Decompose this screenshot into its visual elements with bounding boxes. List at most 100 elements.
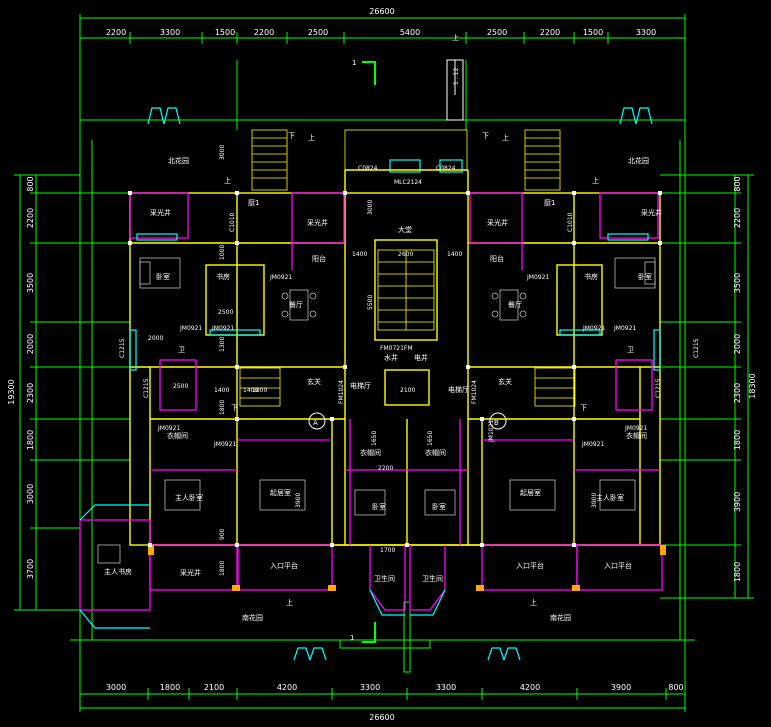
room-lightwell-bottom-left: 采光井 — [180, 568, 201, 577]
room-bedroom-left: 卧室 — [156, 272, 170, 281]
furniture — [97, 257, 656, 564]
room-entry-center: 入口平台 — [516, 561, 544, 570]
top-dim-10: 3300 — [636, 28, 656, 37]
tag-jm0921-c: JM0921 — [179, 325, 202, 332]
bottom-dim-9: 800 — [668, 683, 683, 692]
columns — [148, 545, 666, 591]
right-dim-4: 2000 — [733, 334, 742, 354]
right-dim-6: 1800 — [733, 430, 742, 450]
stair-down-right: 下 — [580, 404, 587, 412]
top-dim-7: 2500 — [487, 28, 507, 37]
room-hall: 大堂 — [398, 225, 412, 234]
top-dim-5: 2500 — [308, 28, 328, 37]
room-elevator-right: 电梯厅 — [448, 385, 469, 394]
bottom-dim-3: 2100 — [204, 683, 224, 692]
int-dim-2: 3000 — [367, 200, 374, 215]
axis-circle-a — [308, 412, 326, 430]
right-dim-3: 3500 — [733, 273, 742, 293]
int-dim-18: 1650 — [371, 431, 378, 446]
left-dimensions: 19300 800 2200 3500 2000 2300 1800 3000 … — [7, 176, 35, 579]
stair-down-left: 下 — [231, 404, 238, 412]
int-dim-14: 2500 — [218, 309, 233, 316]
left-dim-2: 2200 — [26, 208, 35, 228]
top-dim-4: 2200 — [254, 28, 274, 37]
stair-up-top-left: 上 — [308, 133, 315, 142]
int-dim-22: 900 — [219, 528, 226, 540]
tag-jm0921-d: JM0921 — [211, 325, 234, 332]
room-entry-right: 入口平台 — [604, 561, 632, 570]
room-bath-left: 卫生间 — [374, 574, 395, 583]
left-dim-8: 3700 — [26, 559, 35, 579]
right-dim-8: 1800 — [733, 562, 742, 582]
ramp-slope: 1 : 12 — [453, 68, 460, 85]
left-dim-1: 800 — [26, 176, 35, 191]
tag-c1010-right: C1010 — [567, 212, 574, 232]
room-study-right: 书房 — [584, 272, 598, 281]
tag-fmj: FM0721FM — [380, 345, 413, 352]
room-lightwell-center-left: 采光井 — [307, 218, 328, 227]
axis-label-a: A — [313, 419, 318, 427]
tag-c0824-right: C0824 — [436, 165, 456, 172]
int-dim-16: 2200 — [378, 465, 393, 472]
room-wardrobe-center-left: 衣帽间 — [360, 448, 381, 457]
room-wardrobe-center-right: 衣帽间 — [425, 448, 446, 457]
bottom-dim-7: 4200 — [520, 683, 540, 692]
room-lightwell-right: 采光井 — [641, 208, 662, 217]
room-labels: 北花园 北花园 采光井 采光井 采光井 采光井 采光井 厨1 厨1 大堂 阳台 … — [104, 33, 662, 622]
total-height-right: 18300 — [748, 373, 757, 398]
left-dim-6: 1800 — [26, 430, 35, 450]
left-dim-5: 2300 — [26, 383, 35, 403]
bottom-dim-4: 4200 — [277, 683, 297, 692]
tag-c1215-bottom-right: C1215 — [655, 378, 662, 398]
interior-dimensions: 3000 3000 1400 2600 1400 5500 2100 1400 … — [148, 145, 598, 576]
door-window-tags: C0824 C0824 MLC2124 C1010 C1010 JM0921 J… — [119, 165, 700, 448]
int-dim-6: 5500 — [367, 295, 374, 310]
stair-up-top-right: 上 — [502, 133, 509, 142]
ramp-up: 上 — [452, 33, 459, 42]
tag-fm-left: FM1024 — [338, 380, 345, 404]
room-south-garden-left: 南花园 — [242, 613, 263, 622]
axis-circle-b — [489, 412, 507, 430]
room-lightwell-left: 采光井 — [150, 208, 171, 217]
stair-up-left: 上 — [224, 176, 231, 185]
room-bedroom-right: 卧室 — [638, 272, 652, 281]
tag-jm0921-j: JM0921 — [624, 425, 647, 432]
tag-jm1021: JM1021 — [488, 420, 495, 443]
int-dim-10: 2000 — [148, 335, 163, 342]
room-study-left: 书房 — [216, 272, 230, 281]
entry-up-right: 上 — [530, 598, 537, 607]
room-dining-left: 餐厅 — [289, 300, 303, 309]
int-dim-9: 1800 — [252, 387, 267, 394]
bottom-dim-8: 3900 — [611, 683, 631, 692]
room-north-garden-right: 北花园 — [628, 156, 649, 165]
tag-c1215-left: C1215 — [119, 338, 126, 358]
room-wardrobe-right: 衣帽间 — [626, 431, 647, 440]
room-master-right: 主人卧室 — [596, 493, 624, 502]
room-foyer-right: 玄关 — [498, 377, 512, 386]
room-wc-left: 卫 — [178, 346, 185, 354]
room-elevator-left: 电梯厅 — [350, 381, 371, 390]
room-wardrobe-left: 衣帽间 — [167, 431, 188, 440]
int-dim-12: 1300 — [219, 337, 226, 352]
top-dim-2: 3300 — [160, 28, 180, 37]
room-living-right: 起居室 — [520, 488, 541, 497]
top-dim-1: 2200 — [106, 28, 126, 37]
partitions — [79, 192, 663, 611]
room-entry-left: 入口平台 — [270, 561, 298, 570]
room-kitchen-right: 厨1 — [544, 199, 555, 207]
tag-c1215-bottom-left: C1215 — [143, 378, 150, 398]
room-elec-well: 电井 — [414, 353, 428, 362]
total-width-top: 26600 — [369, 7, 394, 16]
bottom-dim-2: 1800 — [160, 683, 180, 692]
right-dim-7: 3900 — [733, 492, 742, 512]
stair-down-top-right: 下 — [482, 132, 489, 140]
bottom-dimensions: 3000 1800 2100 4200 3300 3300 4200 3900 … — [106, 683, 684, 722]
int-dim-1: 3000 — [219, 145, 226, 160]
int-dim-17: 1700 — [380, 547, 395, 554]
int-dim-19: 1650 — [427, 431, 434, 446]
stair-up-right: 上 — [592, 176, 599, 185]
section-marker: 1 1 1 : 12 — [350, 59, 460, 643]
structural-columns — [128, 191, 662, 547]
room-bed2-left: 卧室 — [372, 502, 386, 511]
tag-jm0921-i: JM0921 — [157, 425, 180, 432]
